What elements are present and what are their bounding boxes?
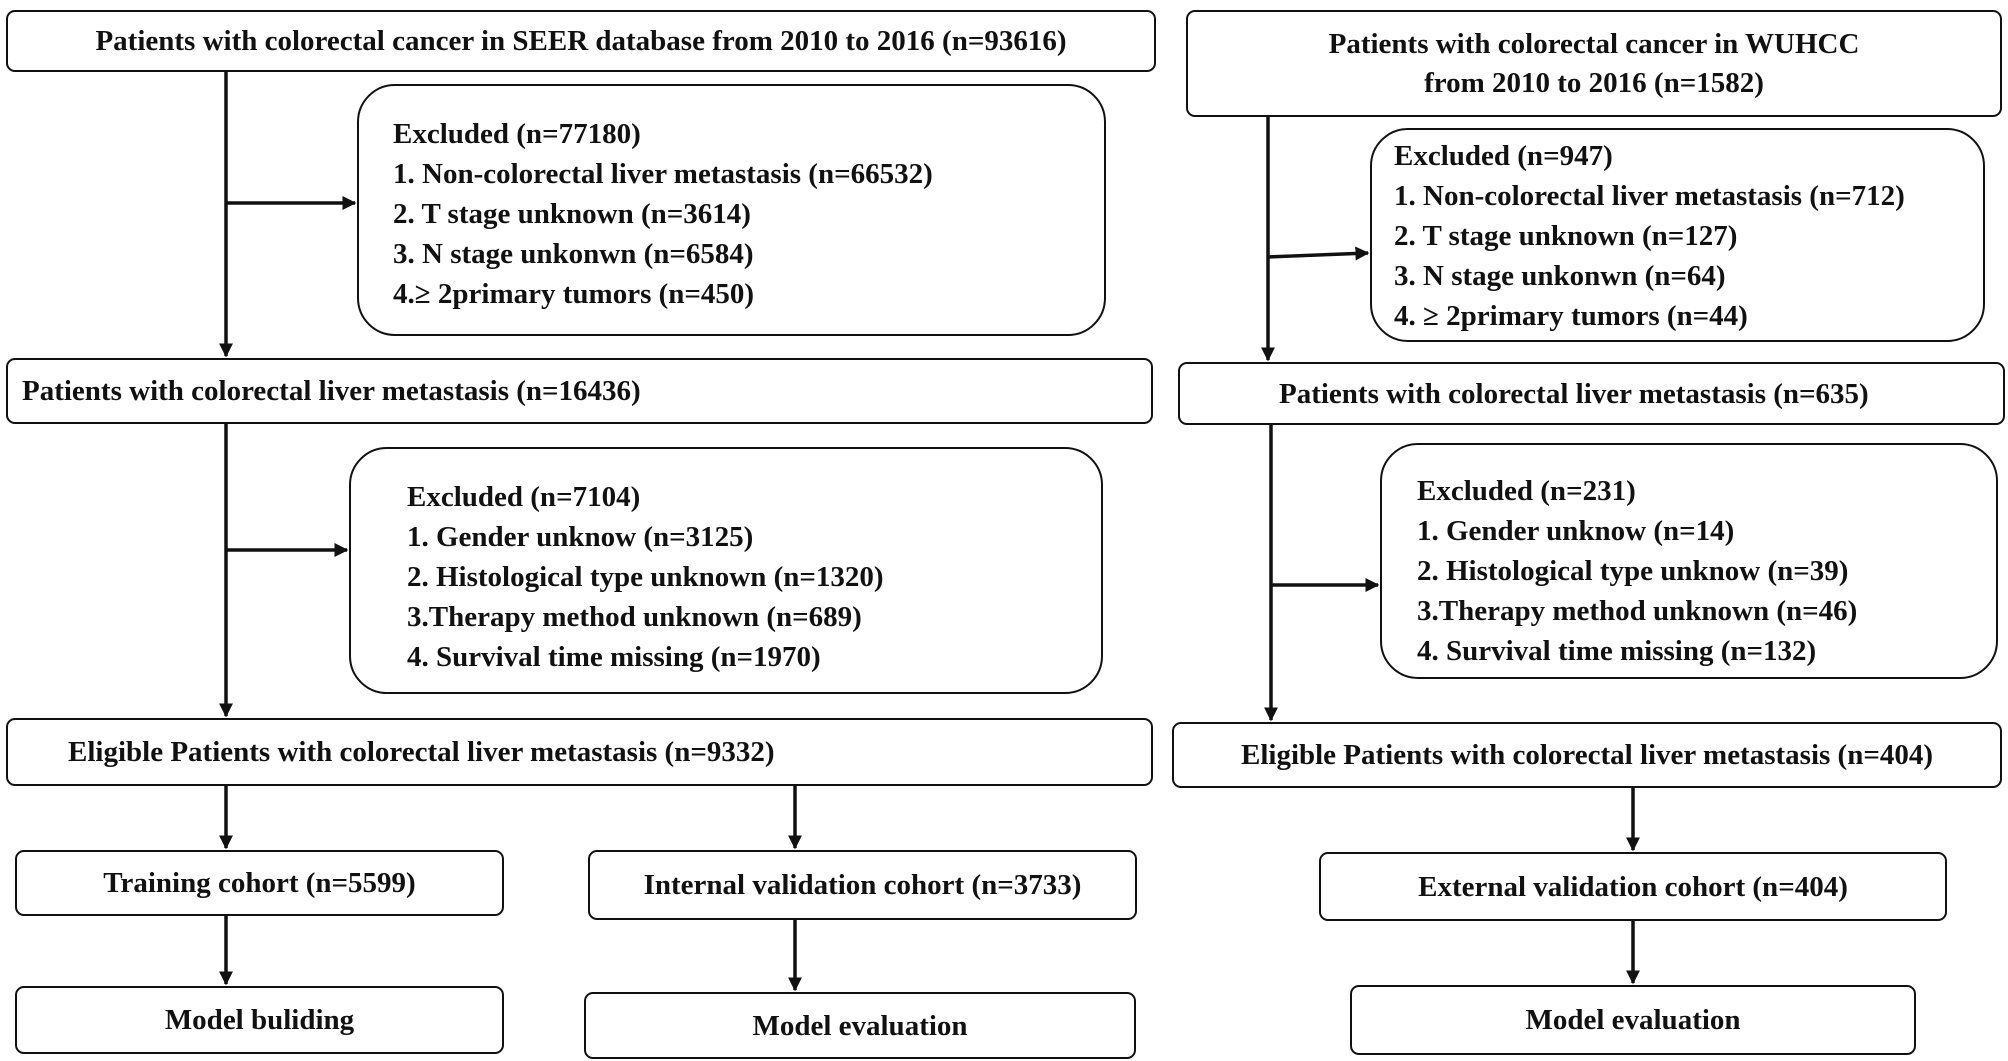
- seer-start-box: Patients with colorectal cancer in SEER …: [6, 10, 1156, 72]
- model-building-label: Model buliding: [164, 1004, 355, 1036]
- wuhcc-excluded-1-item: 4. ≥ 2primary tumors (n=44): [1394, 300, 1748, 332]
- seer-eligible-box: Eligible Patients with colorectal liver …: [6, 718, 1153, 786]
- seer-excluded-1-item: 2. T stage unknown (n=3614): [393, 198, 751, 230]
- seer-excluded-1-item: 3. N stage unkonwn (n=6584): [393, 238, 754, 270]
- wuhcc-excluded-2-item: 2. Histological type unknow (n=39): [1417, 555, 1849, 587]
- wuhcc-eligible-label: Eligible Patients with colorectal liver …: [1240, 739, 1934, 771]
- model-building-box: Model buliding: [15, 986, 504, 1054]
- wuhcc-excluded-2-item: 4. Survival time missing (n=132): [1417, 635, 1817, 667]
- wuhcc-start-label-line1: Patients with colorectal cancer in WUHCC: [1328, 27, 1860, 60]
- wuhcc-excluded-box-2: Excluded (n=231) 1. Gender unknow (n=14)…: [1380, 443, 1998, 679]
- internal-validation-label: Internal validation cohort (n=3733): [643, 869, 1082, 901]
- wuhcc-excluded-2-title: Excluded (n=231): [1417, 475, 1636, 507]
- wuhcc-excluded-1-item: 2. T stage unknown (n=127): [1394, 220, 1738, 252]
- wuhcc-excluded-2-item: 3.Therapy method unknown (n=46): [1417, 595, 1858, 627]
- internal-validation-box: Internal validation cohort (n=3733): [588, 850, 1137, 920]
- seer-excluded-2-item: 3.Therapy method unknown (n=689): [407, 601, 862, 633]
- training-cohort-label: Training cohort (n=5599): [103, 867, 416, 899]
- model-evaluation-label-left: Model evaluation: [752, 1009, 968, 1042]
- external-validation-label: External validation cohort (n=404): [1418, 870, 1848, 903]
- seer-excluded-2-item: 2. Histological type unknown (n=1320): [407, 561, 884, 593]
- wuhcc-eligible-box: Eligible Patients with colorectal liver …: [1172, 722, 2002, 788]
- wuhcc-clm-label: Patients with colorectal liver metastasi…: [1279, 377, 1869, 410]
- seer-excluded-1-item: 1. Non-colorectal liver metastasis (n=66…: [393, 158, 933, 190]
- seer-start-label: Patients with colorectal cancer in SEER …: [95, 25, 1067, 57]
- arrow-to-wuhcc-excluded-1: [1267, 246, 1370, 261]
- wuhcc-excluded-1-title: Excluded (n=947): [1394, 140, 1613, 172]
- external-validation-box: External validation cohort (n=404): [1319, 852, 1947, 921]
- seer-eligible-label: Eligible Patients with colorectal liver …: [68, 736, 775, 768]
- wuhcc-clm-box: Patients with colorectal liver metastasi…: [1178, 362, 2005, 425]
- wuhcc-excluded-1-item: 1. Non-colorectal liver metastasis (n=71…: [1394, 180, 1905, 212]
- wuhcc-start-box: Patients with colorectal cancer in WUHCC…: [1186, 10, 2002, 117]
- training-cohort-box: Training cohort (n=5599): [15, 850, 504, 916]
- seer-excluded-1-item: 4.≥ 2primary tumors (n=450): [393, 278, 755, 310]
- wuhcc-excluded-2-item: 1. Gender unknow (n=14): [1417, 515, 1735, 547]
- seer-excluded-2-item: 1. Gender unknow (n=3125): [407, 521, 754, 553]
- wuhcc-excluded-box-1: Excluded (n=947) 1. Non-colorectal liver…: [1370, 128, 1985, 342]
- seer-clm-label: Patients with colorectal liver metastasi…: [22, 375, 641, 407]
- seer-excluded-1-title: Excluded (n=77180): [393, 118, 641, 150]
- wuhcc-excluded-1-item: 3. N stage unkonwn (n=64): [1394, 260, 1726, 292]
- seer-excluded-box-2: Excluded (n=7104) 1. Gender unknow (n=31…: [349, 447, 1103, 694]
- seer-excluded-box-1: Excluded (n=77180) 1. Non-colorectal liv…: [357, 84, 1106, 336]
- model-evaluation-box-left: Model evaluation: [584, 992, 1136, 1059]
- seer-excluded-2-title: Excluded (n=7104): [407, 481, 641, 513]
- wuhcc-start-label-line2: from 2010 to 2016 (n=1582): [1424, 66, 1764, 99]
- seer-excluded-2-item: 4. Survival time missing (n=1970): [407, 641, 821, 673]
- model-evaluation-box-right: Model evaluation: [1350, 985, 1916, 1055]
- seer-clm-box: Patients with colorectal liver metastasi…: [6, 358, 1153, 424]
- model-evaluation-label-right: Model evaluation: [1525, 1004, 1741, 1036]
